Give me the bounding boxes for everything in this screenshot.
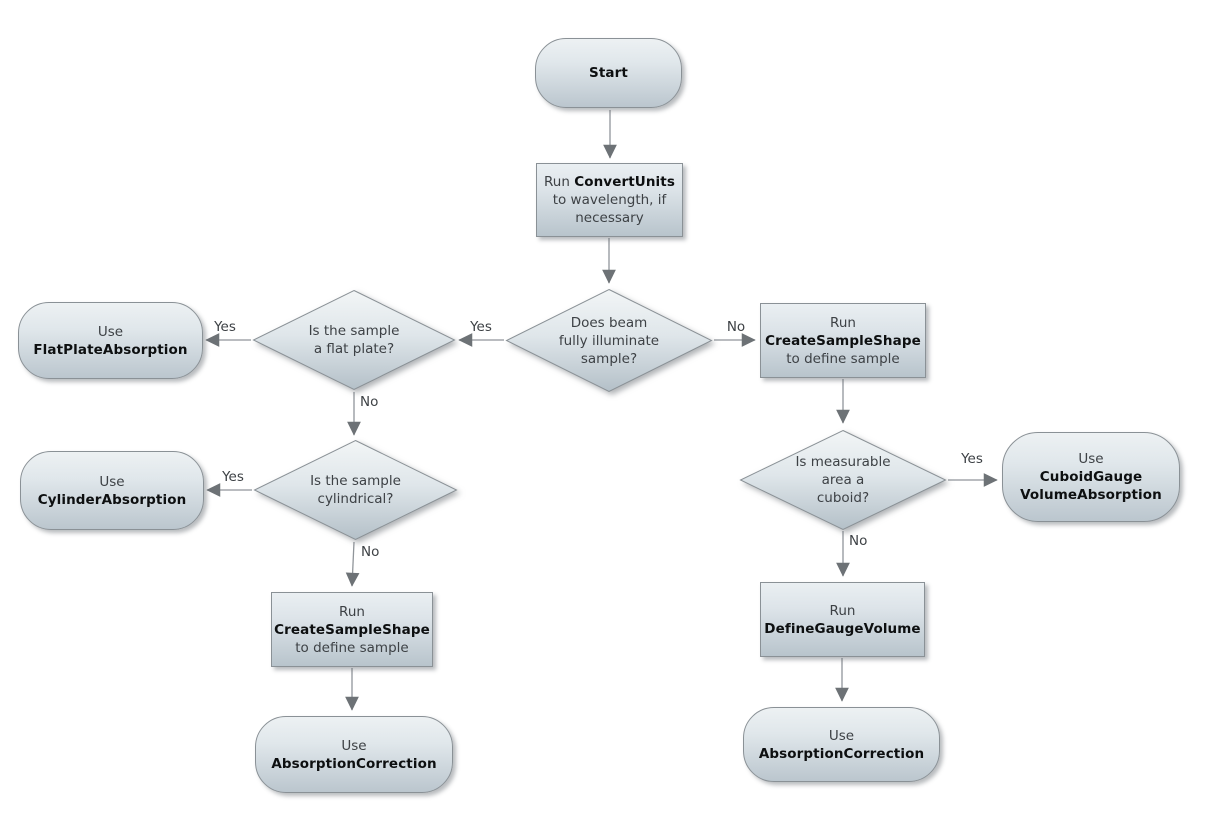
decision-flat-plate: Is the sample a flat plate? <box>252 289 456 391</box>
edge-label-beam-yes: Yes <box>470 319 492 335</box>
node-text-line: DefineGaugeVolume <box>764 620 921 637</box>
node-text-line: CylinderAbsorption <box>37 491 187 508</box>
node-text-line: cylindrical? <box>317 491 394 507</box>
node-text-line: Use <box>99 473 125 490</box>
decision-cuboid: Is measurable area a cuboid? <box>739 429 947 531</box>
diamond-shape <box>505 288 713 393</box>
diamond-shape <box>739 429 947 531</box>
node-text-line: Run ConvertUnits <box>544 174 675 190</box>
terminal-flat-plate-absorption: Use FlatPlateAbsorption <box>18 302 203 379</box>
terminal-cuboid-gauge-volume-absorption: Use CuboidGauge VolumeAbsorption <box>1002 432 1180 522</box>
node-text-line: to wavelength, if <box>552 192 667 208</box>
node-text-line: to define sample <box>786 350 900 367</box>
node-text-line: Is the sample <box>310 473 401 489</box>
edge-label-cylindrical-no: No <box>361 544 380 560</box>
node-text-line: Run <box>339 603 365 620</box>
decision-beam-illuminates: Does beam fully illuminate sample? <box>505 288 713 393</box>
node-text-line: Use <box>1078 451 1104 467</box>
process-create-sample-shape-right: Run CreateSampleShape to define sample <box>760 303 926 378</box>
node-text-line: CuboidGauge <box>1039 469 1143 485</box>
node-text-line: Does beam <box>570 314 648 331</box>
node-text-line: cuboid? <box>816 490 870 506</box>
node-text-line: Is the sample <box>308 323 400 339</box>
edge-label-flat-plate-no: No <box>360 394 379 410</box>
node-text-line: Start <box>589 65 628 81</box>
node-text-line: a flat plate? <box>313 341 395 357</box>
node-text-line: CreateSampleShape <box>274 621 430 638</box>
node-text-line: Use <box>97 323 124 340</box>
edge-label-cylindrical-yes: Yes <box>222 469 244 485</box>
edge-label-cuboid-no: No <box>849 533 868 549</box>
process-convert-units: Run ConvertUnits to wavelength, if neces… <box>536 163 683 237</box>
node-text-line: Is measurable <box>795 454 891 470</box>
node-text-line: fully illuminate <box>558 332 660 349</box>
node-text-line: Run <box>830 314 856 331</box>
node-text-line: AbsorptionCorrection <box>271 755 437 772</box>
diamond-shape <box>252 289 456 391</box>
node-text-line: Use <box>828 727 855 744</box>
terminal-absorption-correction-right: Use AbsorptionCorrection <box>743 707 940 782</box>
edge-label-cuboid-yes: Yes <box>961 451 983 467</box>
process-define-gauge-volume: Run DefineGaugeVolume <box>760 582 925 657</box>
terminal-absorption-correction-left: Use AbsorptionCorrection <box>255 716 453 793</box>
node-text-line: FlatPlateAbsorption <box>33 341 188 358</box>
node-text-line: sample? <box>580 350 638 367</box>
node-text-line: area a <box>821 472 865 488</box>
edge-label-beam-no: No <box>726 319 746 335</box>
node-text-line: to define sample <box>295 639 409 656</box>
terminal-cylinder-absorption: Use CylinderAbsorption <box>20 451 204 530</box>
node-text-line: Run <box>829 602 856 619</box>
node-text-line: Use <box>341 737 367 754</box>
node-text-line: AbsorptionCorrection <box>758 745 925 762</box>
edge-cylindrical-no-to-createshape <box>345 541 360 587</box>
decision-cylindrical: Is the sample cylindrical? <box>253 439 458 541</box>
process-create-sample-shape-left: Run CreateSampleShape to define sample <box>271 592 433 667</box>
node-text-line: necessary <box>575 210 644 226</box>
node-text-line: VolumeAbsorption <box>1020 487 1162 503</box>
terminal-start: Start <box>535 38 682 108</box>
diamond-shape <box>253 439 458 541</box>
edge-label-flat-plate-yes: Yes <box>214 319 236 335</box>
node-text-line: CreateSampleShape <box>765 332 921 349</box>
